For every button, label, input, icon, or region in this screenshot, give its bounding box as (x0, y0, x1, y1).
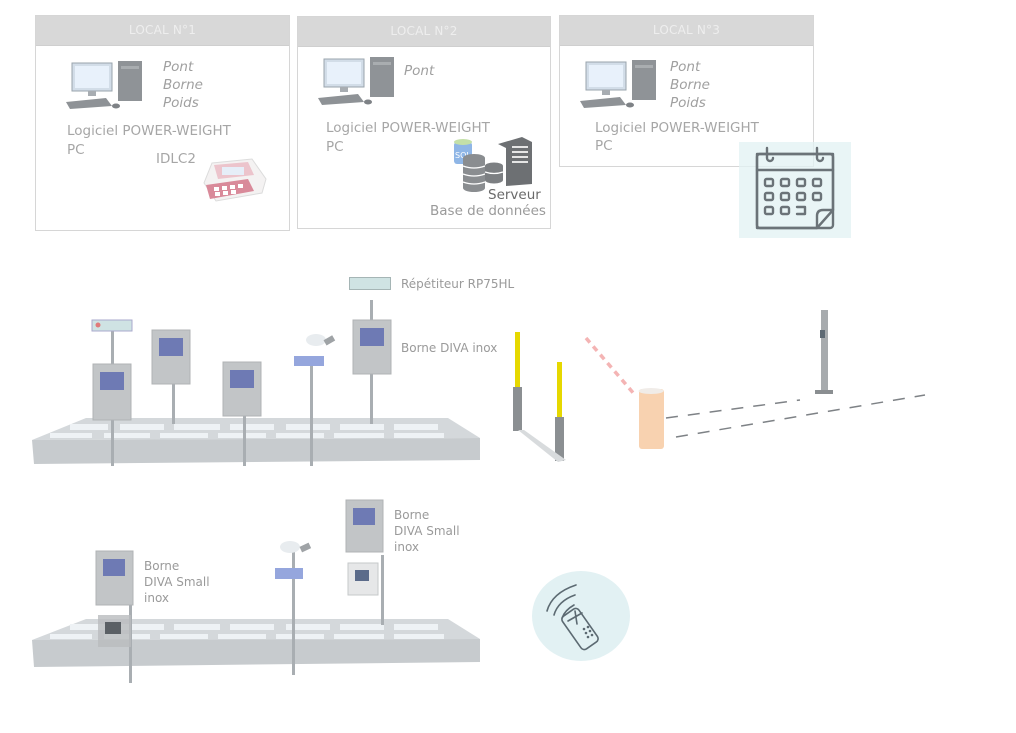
terminal-left-label-line1: Borne (144, 559, 180, 573)
local-1-function-borne: Borne (163, 77, 203, 93)
local-2-header: LOCAL N°2 (298, 17, 550, 47)
local-3-function-borne: Borne (670, 77, 710, 93)
server-title: Serveur (488, 187, 541, 203)
local-3-pc-label: PC (595, 138, 613, 154)
pc-workstation-icon (580, 59, 660, 109)
local-1-device-label: IDLC2 (156, 151, 196, 167)
local-3-function-poids: Poids (670, 95, 706, 111)
local-2-panel: LOCAL N°2 (297, 16, 551, 229)
repeater-label: Répétiteur RP75HL (401, 277, 515, 291)
local-1-panel: LOCAL N°1 (35, 15, 290, 231)
local-2-function-pont: Pont (404, 63, 435, 79)
local-2-software-label: Logiciel POWER-WEIGHT (326, 120, 490, 136)
calendar-tile[interactable] (739, 142, 851, 238)
remote-control-icon (546, 584, 599, 651)
idlc2-indicator-icon (202, 157, 268, 203)
local-3-panel: LOCAL N°3 (559, 15, 814, 167)
terminal-right-label-line2: DIVA Small (394, 524, 460, 538)
weighbridge-1 (28, 300, 498, 475)
sql-badge: SQL (455, 151, 471, 160)
terminal-diva-label: Borne DIVA inox (401, 341, 498, 355)
local-1-function-pont: Pont (163, 59, 194, 75)
terminal-right-label-line1: Borne (394, 508, 430, 522)
local-1-pc-label: PC (67, 142, 85, 158)
remote-control-tile[interactable] (532, 571, 630, 661)
local-3-header: LOCAL N°3 (560, 16, 813, 46)
local-1-header: LOCAL N°1 (36, 16, 289, 46)
server-subtitle: Base de données (430, 203, 546, 219)
local-1-software-label: Logiciel POWER-WEIGHT (67, 123, 231, 139)
local-2-pc-label: PC (326, 139, 344, 155)
repeater-rp75hl-icon (349, 277, 391, 290)
pc-workstation-icon (66, 60, 146, 110)
terminal-units (92, 319, 392, 421)
access-control-scene (500, 300, 940, 470)
terminal-left-label-line2: DIVA Small (144, 575, 210, 589)
database-server-icon: SQL (450, 136, 536, 196)
terminal-right-label-line3: inox (394, 540, 420, 554)
local-3-function-pont: Pont (670, 59, 701, 75)
pc-workstation-icon (318, 56, 398, 106)
calendar-icon (755, 146, 835, 230)
terminal-left-label-line3: inox (144, 591, 170, 605)
local-1-function-poids: Poids (163, 95, 199, 111)
weighbridge-2 (28, 495, 498, 690)
local-3-software-label: Logiciel POWER-WEIGHT (595, 120, 759, 136)
